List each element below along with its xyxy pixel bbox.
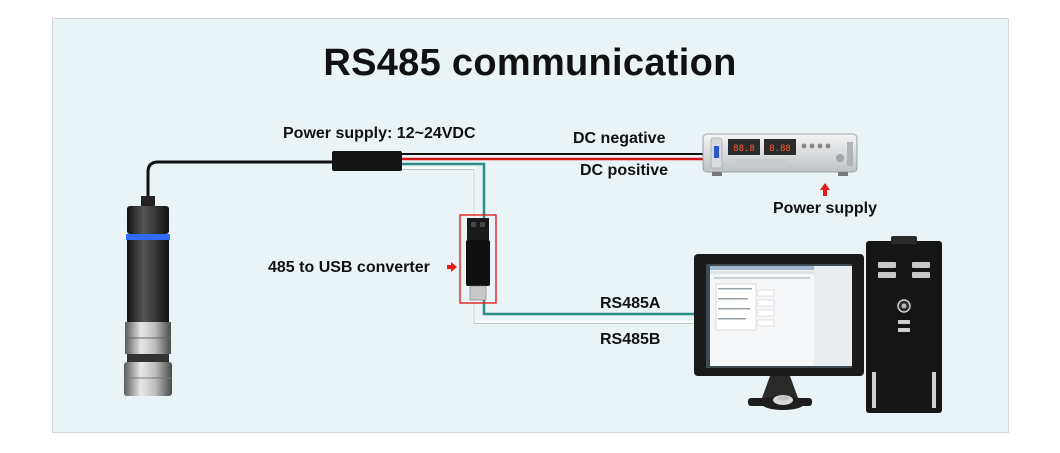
converter-label: 485 to USB converter <box>268 259 430 276</box>
svg-text:88.8: 88.8 <box>733 144 755 154</box>
rs485a-label: RS485A <box>600 295 661 312</box>
cable-junction-icon <box>332 151 402 171</box>
dc-power-supply-icon: 88.8 8.88 <box>702 133 858 176</box>
pc-tower-icon <box>866 236 942 413</box>
rs485b-wire <box>402 166 718 324</box>
dc-positive-label: DC positive <box>580 162 669 179</box>
monitor-icon <box>694 254 864 406</box>
sensor-cable <box>146 160 332 200</box>
page-title: RS485 communication <box>323 42 737 84</box>
rs485a-wire <box>402 162 718 316</box>
power-supply-arrow-icon <box>820 183 830 196</box>
usb-converter-icon <box>459 214 497 304</box>
dc-negative-label: DC negative <box>573 130 666 147</box>
power-supply-spec-label: Power supply: 12~24VDC <box>283 125 476 142</box>
converter-arrow-icon <box>447 262 457 272</box>
rs485b-label: RS485B <box>600 331 661 348</box>
power-supply-label: Power supply <box>773 200 878 217</box>
sensor-probe-icon <box>124 196 172 396</box>
svg-text:8.88: 8.88 <box>769 144 791 154</box>
mouse-icon <box>761 395 805 410</box>
